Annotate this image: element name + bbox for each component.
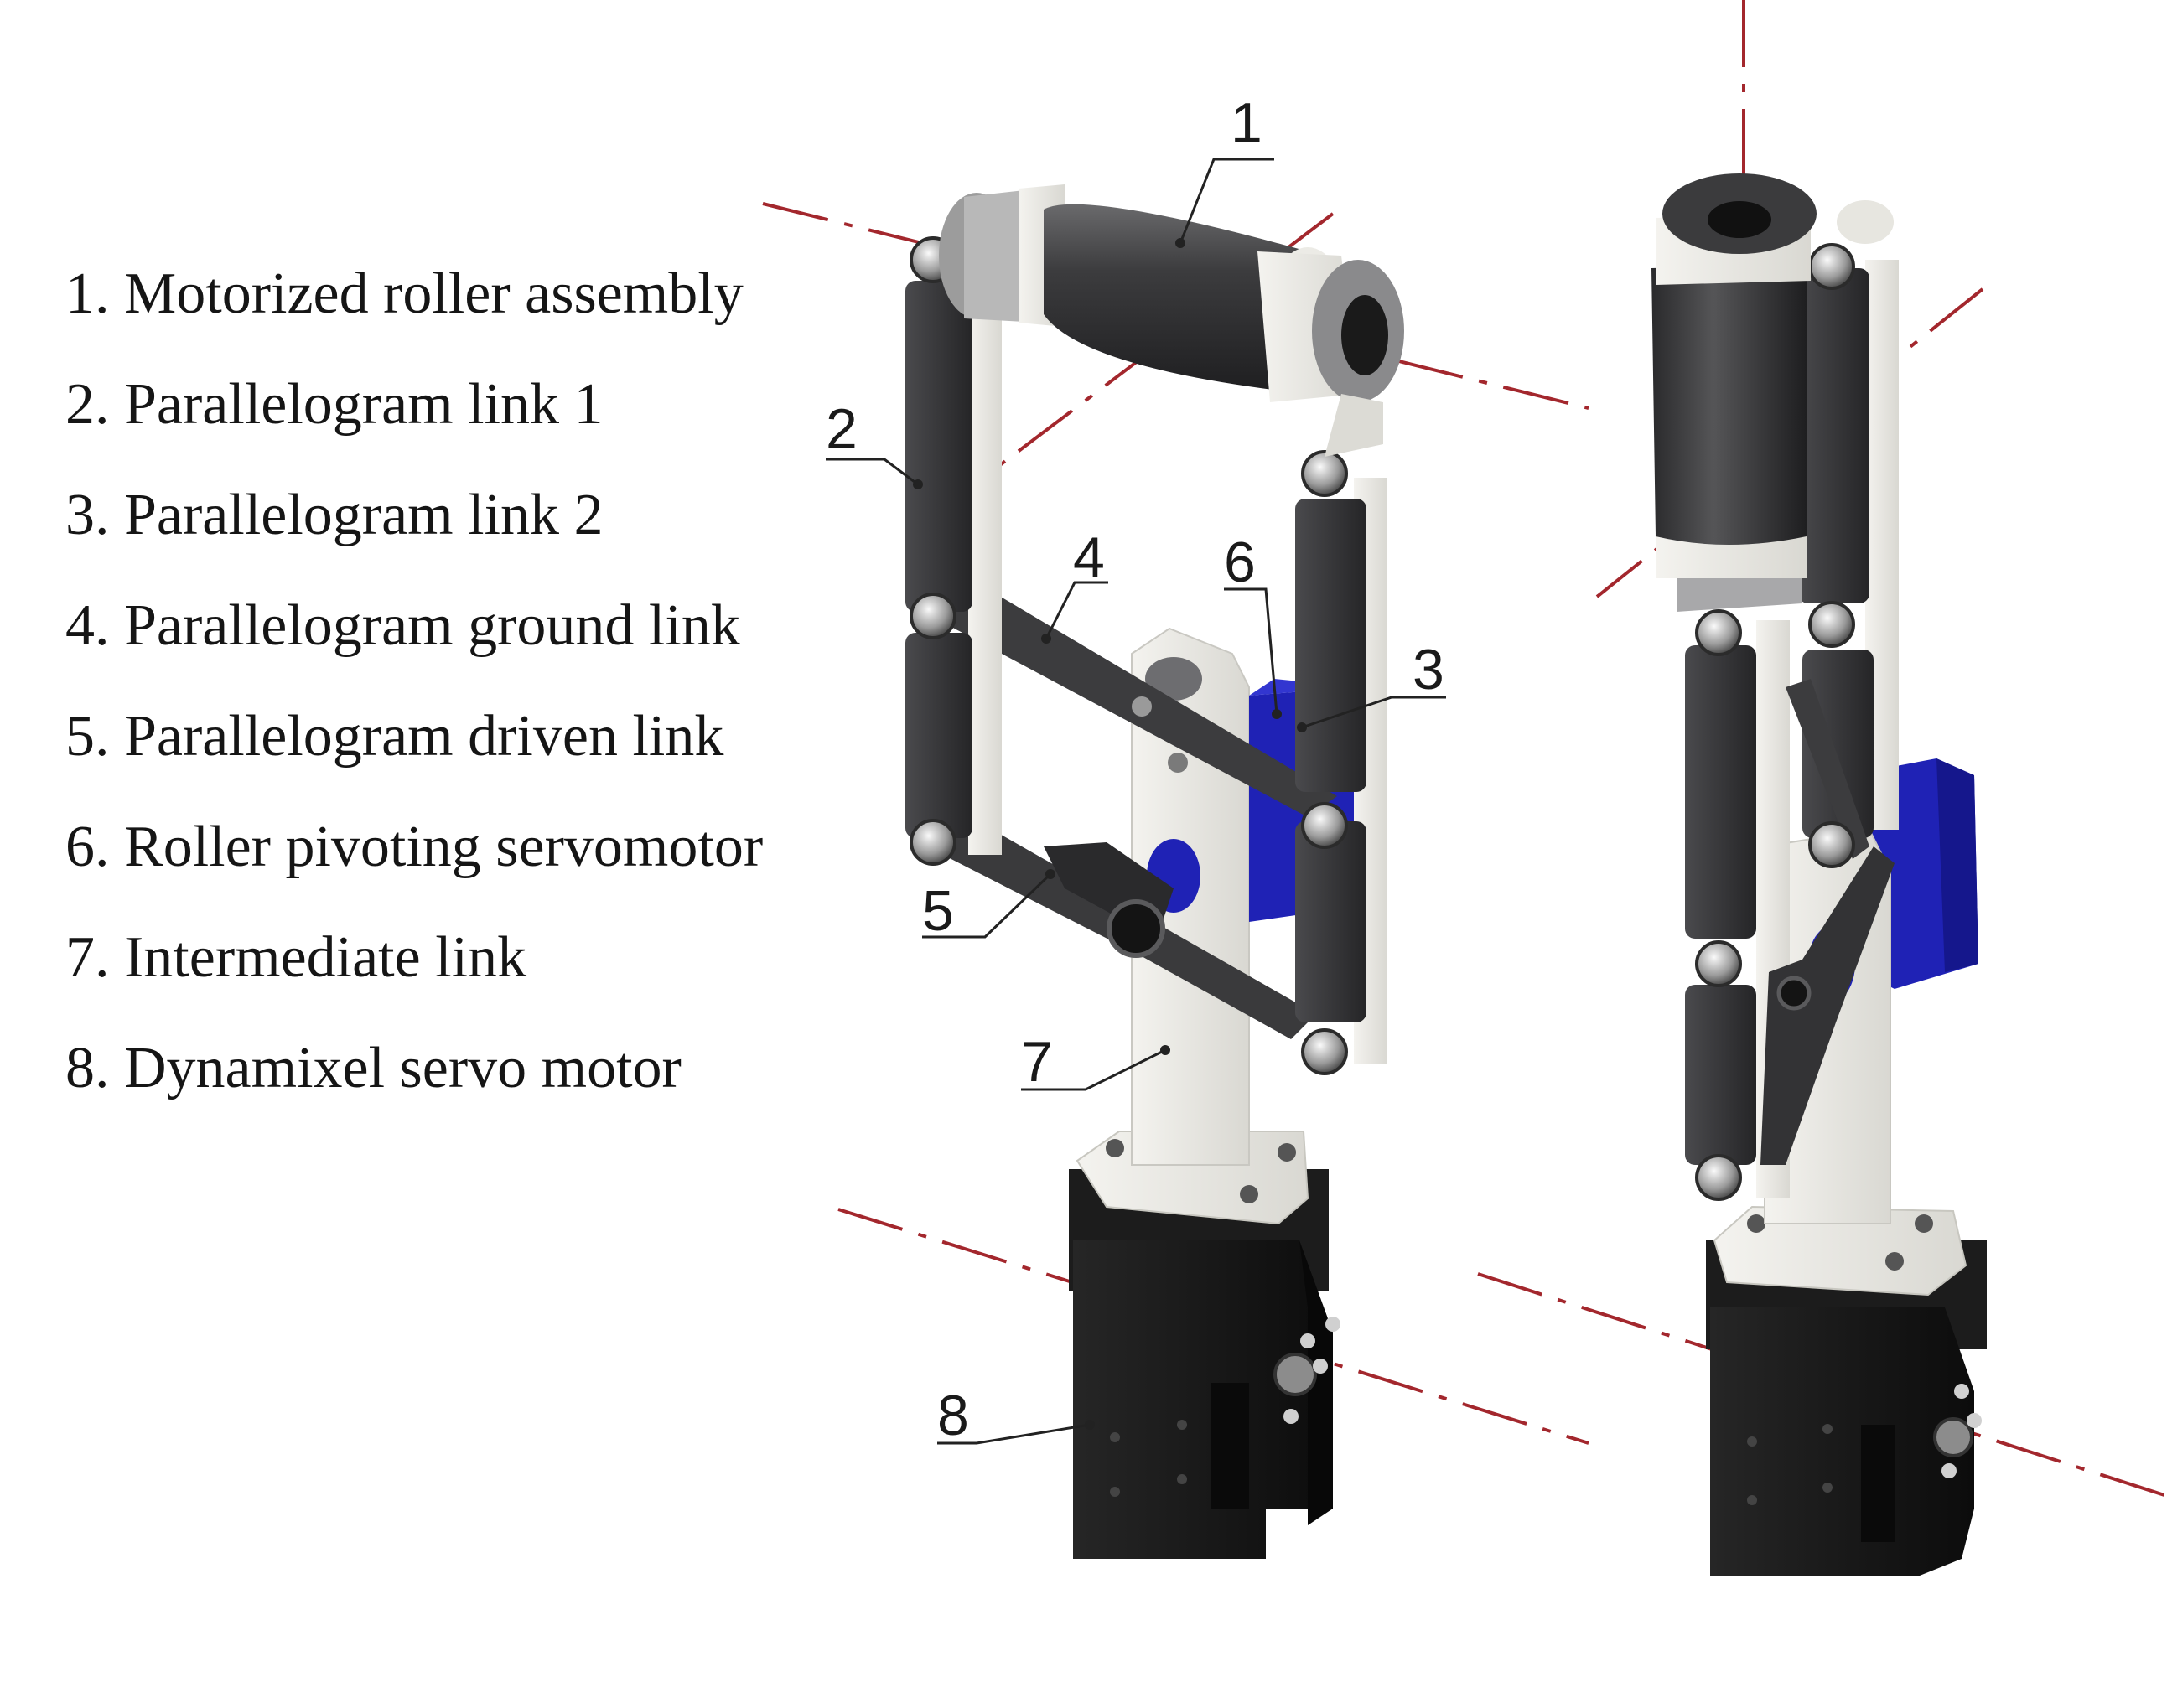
callout-label-8: 8 [937,1384,969,1447]
callout-4: 4 [1041,525,1108,644]
legend-item-7: 7. Intermediate link [65,925,527,990]
dynamixel-servo-left [1069,1169,1340,1559]
callout-5: 5 [922,869,1055,943]
callout-label-4: 4 [1073,525,1105,589]
bearings-right [1695,243,1855,1201]
legend-list: 1. Motorized roller assembly 2. Parallel… [65,239,870,1124]
legend-item-6: 6. Roller pivoting servomotor [65,815,764,879]
callout-label-7: 7 [1021,1030,1053,1094]
legend-item-8: 8. Dynamixel servo motor [65,1036,682,1100]
legend-item-4: 4. Parallelogram ground link [65,593,740,658]
callout-label-2: 2 [826,397,858,461]
right-assembly [1651,173,1987,1576]
parallelogram-links-right [1685,260,1899,1198]
legend-item-3: 3. Parallelogram link 2 [65,483,604,547]
roller-assembly-left [939,184,1404,457]
left-assembly [905,184,1404,1559]
roller-assembly-right [1651,173,1817,612]
callout-1: 1 [1175,91,1274,248]
dynamixel-servo-right [1706,1240,1987,1576]
callout-label-5: 5 [922,879,954,943]
legend-item-2: 2. Parallelogram link 1 [65,372,604,437]
parallelogram-link-2-left [1295,478,1387,1064]
driven-link-right [1760,846,1895,1165]
callout-8: 8 [937,1384,1095,1447]
callout-label-6: 6 [1224,531,1256,594]
ground-link-right [1786,679,1869,859]
callout-3: 3 [1297,638,1446,732]
bearings-left [910,236,1348,1075]
callout-2: 2 [826,397,923,489]
motor-bracket-right [1713,1205,1967,1297]
legend-item-1: 1. Motorized roller assembly [65,261,744,326]
axis-line-roller-left [762,202,1589,410]
callout-label-3: 3 [1413,638,1444,701]
parallelogram-link-1-left [905,251,1002,855]
callout-label-1: 1 [1231,91,1262,155]
legend-item-5: 5. Parallelogram driven link [65,704,724,769]
callout-6: 6 [1224,531,1282,719]
callout-7: 7 [1021,1030,1170,1094]
